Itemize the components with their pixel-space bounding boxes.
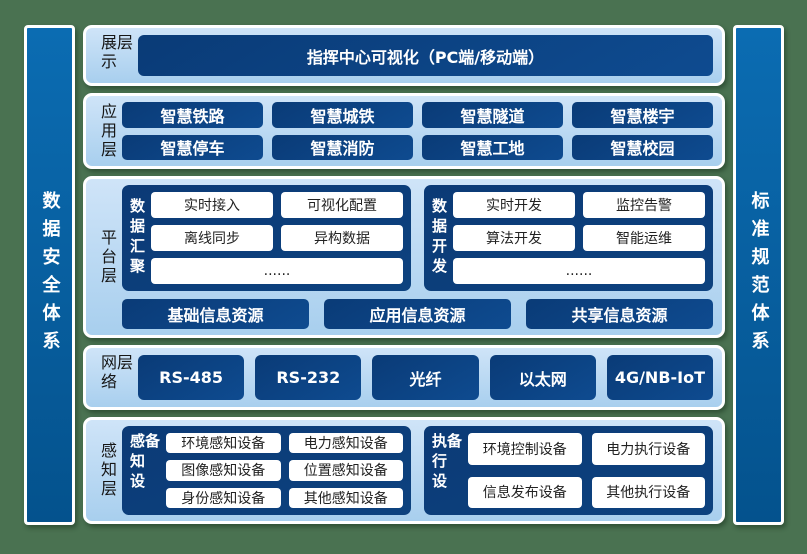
network-box: 以太网: [489, 355, 596, 400]
data-aggregation-label: 数据汇聚: [128, 198, 146, 278]
layer-label-display: 展示层: [98, 34, 133, 72]
layer-panel-perception: 感知层 感知设备 环境感知设备 电力感知设备 图像感知设备 位置感知设备 身份感…: [83, 417, 725, 524]
layer-panel-network: 网络层 RS-485 RS-232 光纤 以太网 4G/NB-IoT: [83, 345, 725, 410]
device-chip: 其他感知设备: [288, 487, 403, 508]
command-center-box: 指挥中心可视化（PC端/移动端）: [138, 35, 713, 76]
execution-devices-label: 执行设备: [430, 433, 463, 493]
network-box: 4G/NB-IoT: [606, 355, 714, 400]
data-security-pillar: 数据安全体系: [24, 25, 75, 525]
app-box: 智慧铁路: [122, 102, 263, 128]
network-box: 光纤: [372, 355, 479, 400]
data-aggregation-group: 数据汇聚 实时接入 可视化配置 离线同步 异构数据 ......: [122, 185, 411, 291]
app-box: 智慧校园: [572, 134, 713, 160]
device-chip: 其他执行设备: [591, 476, 705, 508]
layer-label-platform: 平台层: [98, 228, 117, 286]
layer-label-network: 网络层: [98, 354, 133, 392]
perception-content: 感知设备 环境感知设备 电力感知设备 图像感知设备 位置感知设备 身份感知设备 …: [122, 426, 713, 515]
layer-panel-platform: 平台层 数据汇聚 实时接入 可视化配置 离线同步 异构数据 ......: [83, 176, 725, 338]
display-content: 指挥中心可视化（PC端/移动端）: [138, 34, 713, 77]
resource-box: 基础信息资源: [122, 299, 309, 329]
device-chip: 信息发布设备: [468, 476, 582, 508]
sensing-devices-chips: 环境感知设备 电力感知设备 图像感知设备 位置感知设备 身份感知设备 其他感知设…: [166, 433, 403, 508]
platform-content: 数据汇聚 实时接入 可视化配置 离线同步 异构数据 ...... 数据开发 实时…: [122, 185, 713, 329]
resource-box: 共享信息资源: [526, 299, 713, 329]
sensing-devices-label: 感知设备: [128, 433, 161, 493]
platform-groups: 数据汇聚 实时接入 可视化配置 离线同步 异构数据 ...... 数据开发 实时…: [122, 185, 713, 291]
device-chip: 位置感知设备: [288, 460, 403, 481]
platform-chip: 离线同步: [151, 225, 273, 251]
resource-box: 应用信息资源: [324, 299, 511, 329]
app-box: 智慧消防: [272, 134, 413, 160]
device-chip: 身份感知设备: [166, 487, 281, 508]
data-security-label: 数据安全体系: [39, 191, 61, 359]
execution-devices-group: 执行设备 环境控制设备 电力执行设备 信息发布设备 其他执行设备: [424, 426, 713, 515]
platform-chip: 监控告警: [583, 192, 705, 218]
standards-label: 标准规范体系: [748, 191, 770, 359]
information-resources: 基础信息资源 应用信息资源 共享信息资源: [122, 299, 713, 329]
platform-chip-more: ......: [151, 258, 403, 284]
layer-label-perception: 感知层: [98, 442, 117, 499]
platform-chip: 实时接入: [151, 192, 273, 218]
network-content: RS-485 RS-232 光纤 以太网 4G/NB-IoT: [138, 354, 714, 401]
data-development-chips: 实时开发 监控告警 算法开发 智能运维 ......: [453, 192, 705, 284]
layer-label-application: 应用层: [98, 102, 117, 160]
device-chip: 环境感知设备: [166, 433, 281, 454]
device-chip: 图像感知设备: [166, 460, 281, 481]
layer-panel-display: 展示层 指挥中心可视化（PC端/移动端）: [83, 25, 725, 86]
device-chip: 电力执行设备: [591, 433, 705, 465]
app-box: 智慧停车: [122, 134, 263, 160]
standards-pillar: 标准规范体系: [733, 25, 784, 525]
platform-chip: 实时开发: [453, 192, 575, 218]
platform-chip: 异构数据: [281, 225, 403, 251]
sensing-devices-group: 感知设备 环境感知设备 电力感知设备 图像感知设备 位置感知设备 身份感知设备 …: [122, 426, 411, 515]
platform-chip: 可视化配置: [281, 192, 403, 218]
app-box: 智慧楼宇: [572, 102, 713, 128]
platform-chip: 智能运维: [583, 225, 705, 251]
app-box: 智慧隧道: [422, 102, 563, 128]
execution-devices-chips: 环境控制设备 电力执行设备 信息发布设备 其他执行设备: [468, 433, 705, 508]
data-development-label: 数据开发: [430, 198, 448, 278]
app-box: 智慧工地: [422, 134, 563, 160]
network-box: RS-485: [138, 355, 245, 400]
data-development-group: 数据开发 实时开发 监控告警 算法开发 智能运维 ......: [424, 185, 713, 291]
layers-column: 展示层 指挥中心可视化（PC端/移动端） 应用层 智慧铁路 智慧城铁 智慧隧道 …: [83, 25, 725, 525]
application-content: 智慧铁路 智慧城铁 智慧隧道 智慧楼宇 智慧停车 智慧消防 智慧工地 智慧校园: [122, 102, 713, 160]
device-chip: 电力感知设备: [288, 433, 403, 454]
app-box: 智慧城铁: [272, 102, 413, 128]
layer-panel-application: 应用层 智慧铁路 智慧城铁 智慧隧道 智慧楼宇 智慧停车 智慧消防 智慧工地 智…: [83, 93, 725, 169]
platform-chip-more: ......: [453, 258, 705, 284]
device-chip: 环境控制设备: [468, 433, 582, 465]
network-box: RS-232: [255, 355, 362, 400]
platform-chip: 算法开发: [453, 225, 575, 251]
data-aggregation-chips: 实时接入 可视化配置 离线同步 异构数据 ......: [151, 192, 403, 284]
